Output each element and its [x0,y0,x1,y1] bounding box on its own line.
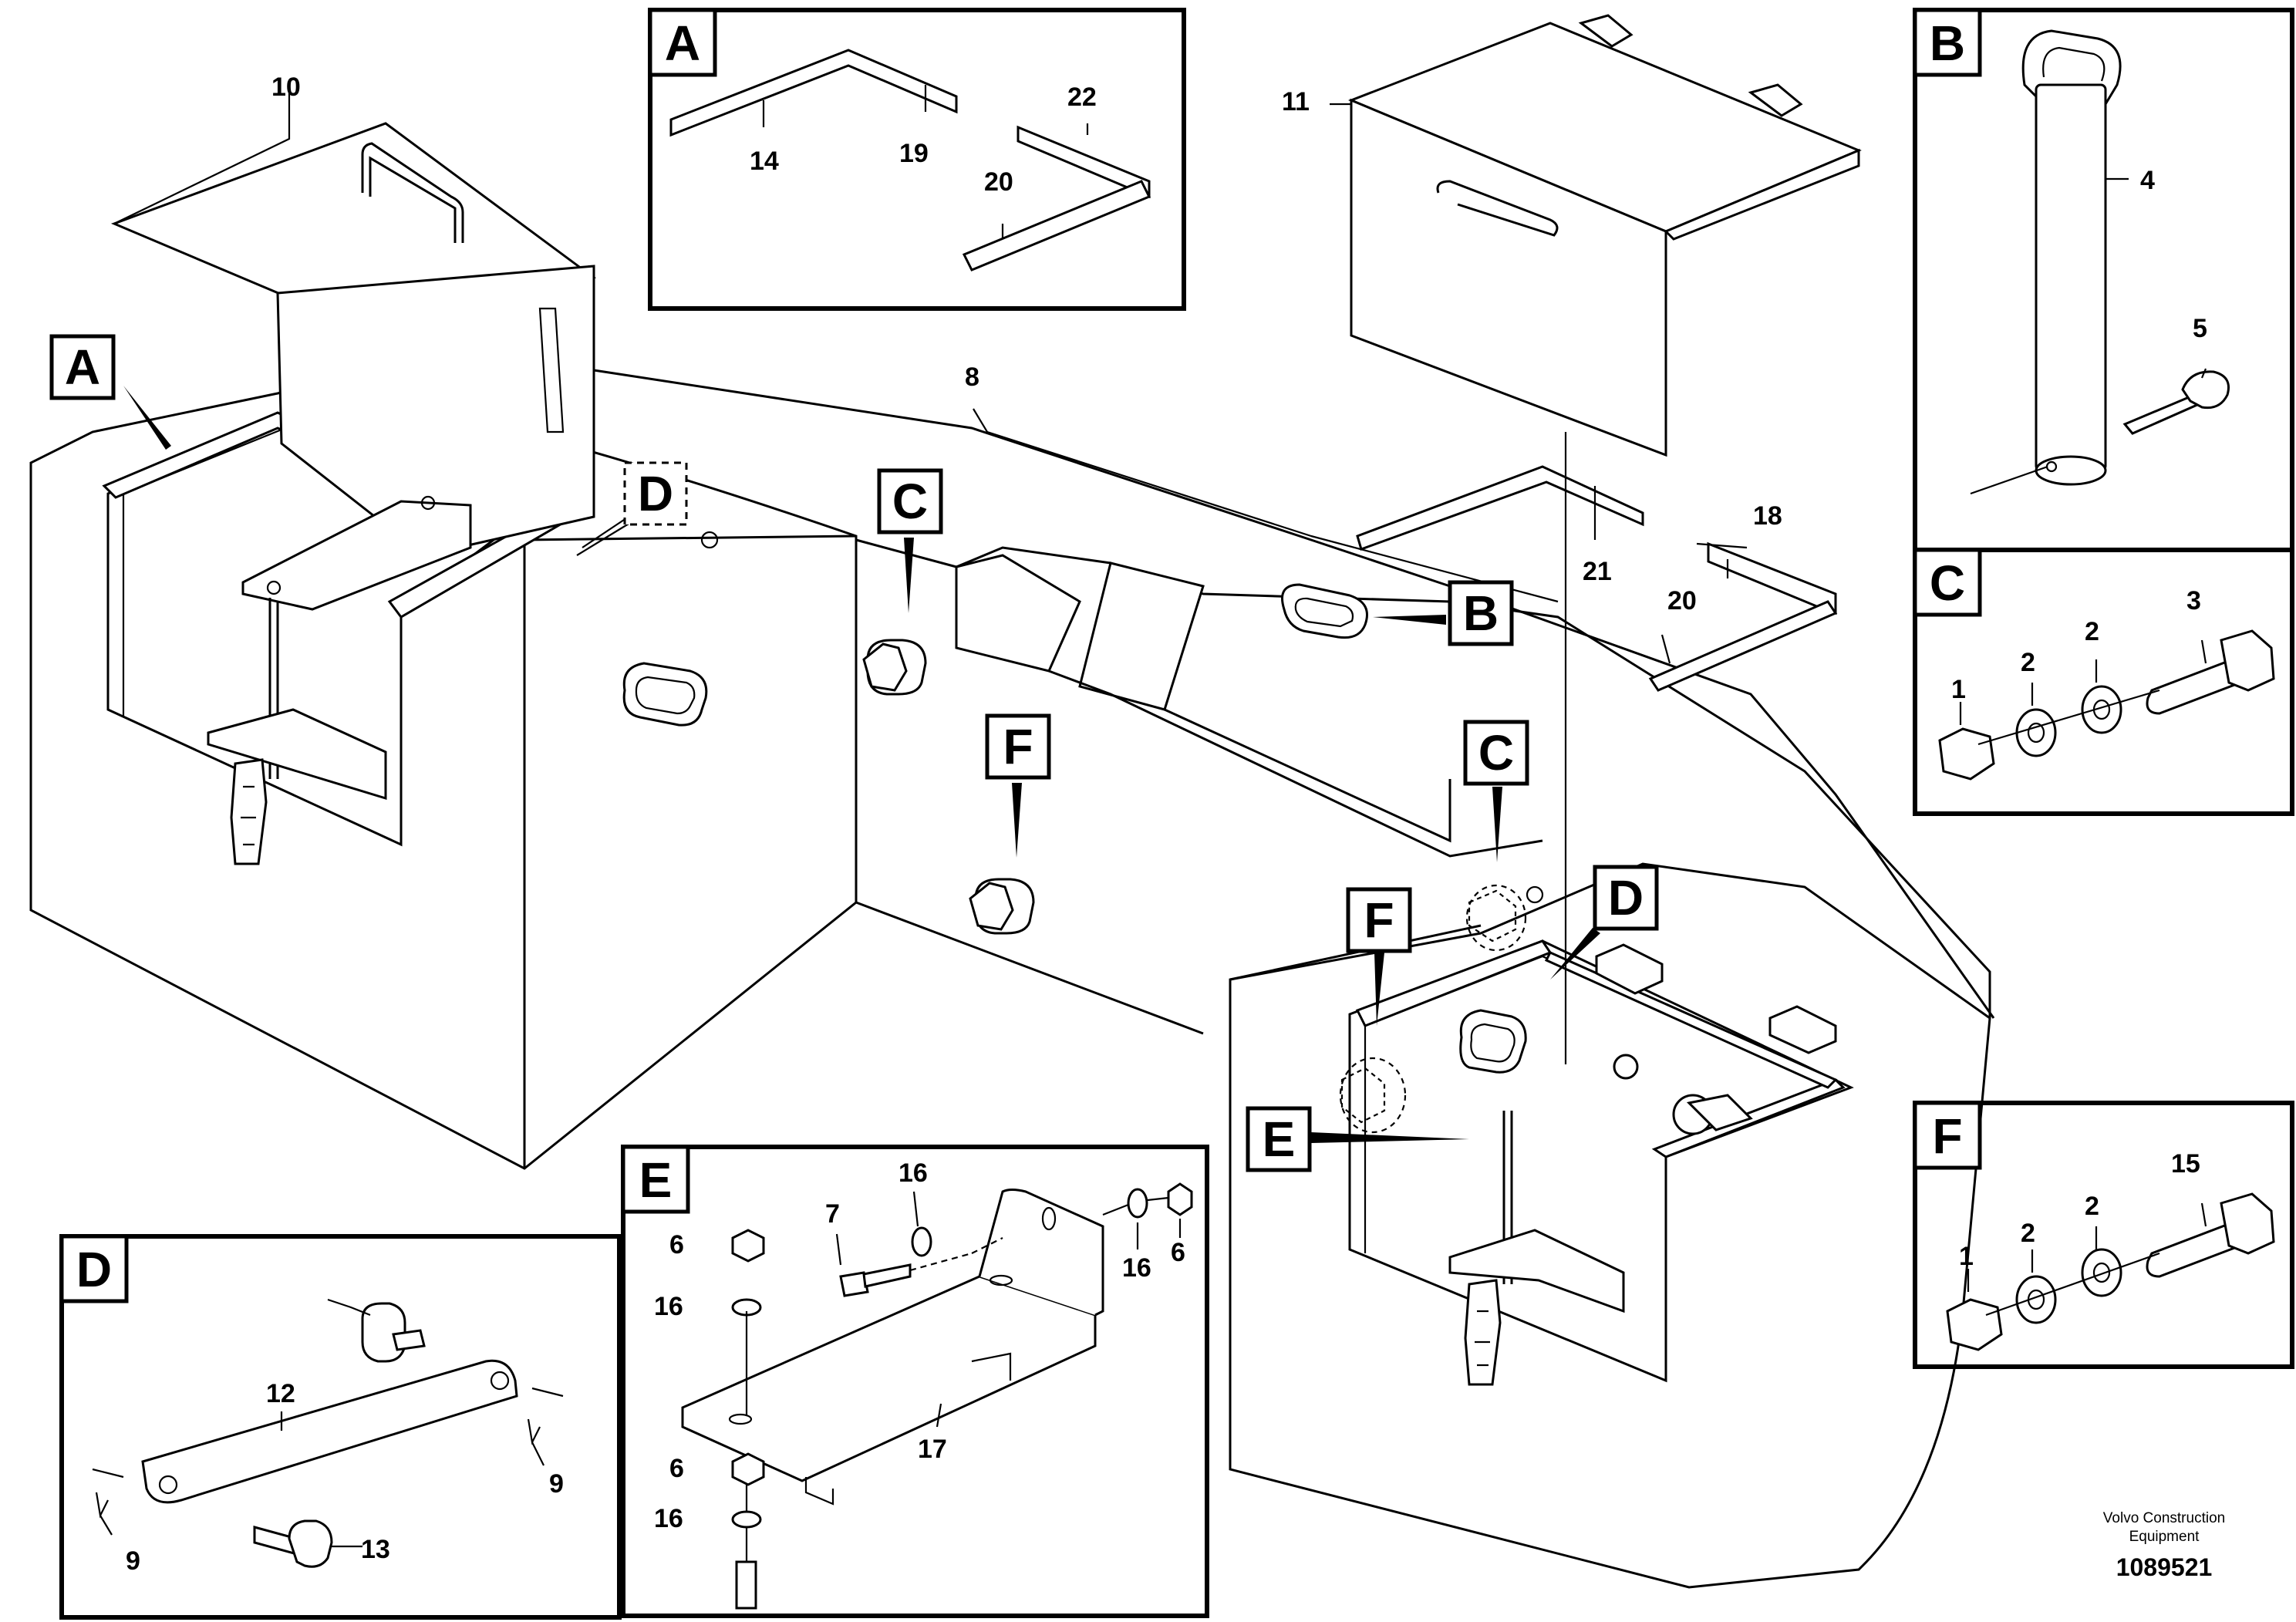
brand-line-1: Volvo Construction [2103,1510,2225,1526]
detail-letter-F-main-left[interactable]: F [985,713,1051,780]
callout-15: 15 [2171,1149,2200,1179]
callout-9: 9 [126,1546,140,1576]
callout-1: 1 [1959,1242,1974,1271]
detail-letter-E-main[interactable]: E [1246,1106,1312,1172]
callout-6: 6 [669,1454,684,1483]
loose-lid-11 [1347,14,1862,457]
detail-panel-E: E 6 16 6 16 7 16 16 6 17 [621,1145,1209,1618]
leader-lines [113,85,1748,1064]
center-frame [593,369,1995,1035]
callout-22: 22 [1067,83,1097,112]
svg-text:C: C [892,474,928,529]
callout-9: 9 [549,1469,564,1499]
callout-10: 10 [271,73,301,102]
svg-text:F: F [1932,1108,1962,1164]
svg-text:F: F [1364,892,1394,948]
loose-seals [1356,465,1838,692]
detail-panel-D: D 12 9 9 13 [59,1234,622,1620]
callout-2: 2 [2021,1219,2035,1248]
svg-text:B: B [1930,15,1965,71]
callout-19: 19 [899,139,929,168]
svg-text:C: C [1478,725,1514,781]
detail-letter-F-main-right[interactable]: F [1346,887,1412,953]
detail-panel-C: C 1 2 2 3 [1913,548,2294,816]
detail-letter-C-main-left[interactable]: C [877,468,943,534]
detail-letter-B-main[interactable]: B [1448,580,1514,646]
svg-text:E: E [639,1152,673,1208]
svg-text:D: D [638,466,673,521]
callout-13: 13 [361,1535,390,1564]
callout-12: 12 [266,1379,295,1408]
detail-letter-C-main-right[interactable]: C [1463,720,1529,786]
callout-17: 17 [918,1435,947,1464]
callout-11: 11 [1282,87,1310,116]
detail-letter-D-main-right[interactable]: D [1593,865,1659,931]
callout-5: 5 [2193,314,2207,343]
callout-4: 4 [2140,166,2155,195]
footer-branding: Volvo Construction Equipment 1089521 [2103,1510,2225,1581]
callout-16: 16 [654,1504,683,1533]
callout-2: 2 [2085,617,2099,646]
svg-text:D: D [76,1242,112,1297]
callout-3: 3 [2186,586,2201,615]
callout-6: 6 [669,1230,684,1259]
detail-panel-F: F 1 2 2 15 [1913,1101,2294,1369]
document-number: 1089521 [2116,1553,2213,1581]
main-callouts: 10 8 11 21 18 20 [271,73,1782,615]
svg-text:C: C [1930,555,1965,611]
svg-text:E: E [1263,1111,1296,1167]
callout-18: 18 [1753,501,1782,531]
callout-2: 2 [2085,1192,2099,1221]
callout-1: 1 [1951,675,1966,704]
detail-panel-B: B 4 5 [1913,8,2294,552]
left-toolbox [29,122,858,1170]
callout-21: 21 [1583,557,1612,586]
detail-letter-A-main[interactable]: A [49,334,116,400]
detail-letter-A: A [65,339,100,395]
callout-8: 8 [965,363,979,392]
callout-2: 2 [2021,648,2035,677]
svg-text:F: F [1003,719,1033,774]
callout-20: 20 [984,167,1013,197]
callout-16: 16 [899,1158,928,1188]
svg-text:B: B [1463,585,1499,641]
callout-14: 14 [750,147,779,176]
callout-20: 20 [1667,586,1697,615]
callout-7: 7 [825,1199,840,1229]
detail-letter-D-main-dashed[interactable]: D [623,461,688,526]
right-toolbox [1229,862,1991,1589]
brand-line-2: Equipment [2129,1529,2200,1545]
callout-16: 16 [654,1292,683,1321]
callout-16: 16 [1122,1253,1151,1283]
svg-text:A: A [665,15,700,71]
pointer-arrows [123,386,1600,1143]
svg-text:D: D [1608,870,1644,926]
detail-panel-A: A 14 19 22 20 [648,8,1186,311]
callout-6: 6 [1171,1238,1185,1267]
